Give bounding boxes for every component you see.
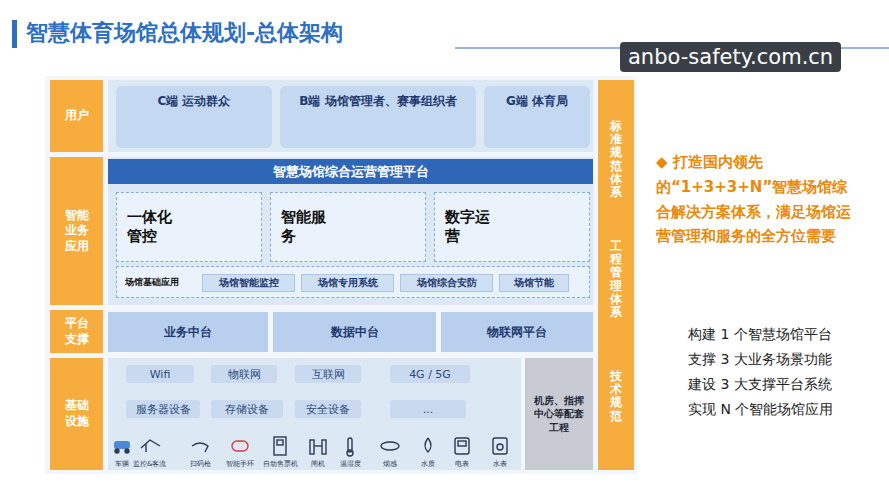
node-text: Wifi bbox=[150, 368, 171, 381]
page-title: 智慧体育场馆总体规划-总体架构 bbox=[26, 18, 343, 48]
node-text: 一体化管控 bbox=[127, 208, 172, 247]
node-text: 用户 bbox=[65, 108, 89, 124]
node-box: 4G / 5G bbox=[390, 365, 470, 383]
device-caption: 温湿度 bbox=[340, 459, 361, 469]
node-text: G端 体育局 bbox=[506, 93, 568, 110]
node-text: 互联网 bbox=[312, 367, 345, 382]
device-caption: 闸机 bbox=[311, 459, 325, 469]
business-panel bbox=[108, 157, 593, 305]
node-text: ... bbox=[423, 403, 434, 416]
node-box: 平台支撑 bbox=[50, 310, 103, 353]
device-caption: 自动售票机 bbox=[263, 459, 298, 469]
node-box: 安全设备 bbox=[295, 400, 361, 418]
node-text: 服务器设备 bbox=[136, 402, 191, 417]
node-box: 智能服务 bbox=[270, 192, 426, 262]
node-text: 数字运营 bbox=[445, 208, 490, 247]
node-box: 机房、指挥中心等配套工程 bbox=[525, 358, 593, 470]
device-caption: 水表 bbox=[493, 459, 507, 469]
list-item: 实现 N 个智能场馆应用 bbox=[688, 401, 833, 419]
node-text: 基础设施 bbox=[65, 398, 89, 429]
node-box: 物联网 bbox=[211, 365, 277, 383]
node-text: 智能业务应用 bbox=[65, 208, 89, 255]
list-item: 建设 3 大支撑平台系统 bbox=[688, 376, 832, 394]
node-text: 场馆智能监控 bbox=[219, 276, 279, 290]
node-box: 场馆基础应用 场馆智能监控 场馆专用系统 场馆综合安防 场馆节能 bbox=[116, 266, 590, 298]
node-box: 场馆智能监控 bbox=[202, 274, 295, 292]
device-caption: 智能手环 bbox=[226, 459, 254, 469]
node-text: 场馆基础应用 bbox=[125, 276, 179, 289]
node-box: 一体化管控 bbox=[116, 192, 262, 262]
node-text: C端 运动群众 bbox=[158, 93, 231, 110]
node-text: 工程管理体系 bbox=[610, 240, 622, 319]
node-box: 物联网平台 bbox=[441, 312, 593, 352]
infra-panel bbox=[108, 358, 521, 470]
node-box: 场馆综合安防 bbox=[400, 274, 493, 292]
node-box: 服务器设备 bbox=[126, 400, 200, 418]
node-box: B端 场馆管理者、赛事组织者 bbox=[280, 86, 476, 148]
node-text: 数据中台 bbox=[331, 324, 379, 341]
node-text: 场馆专用系统 bbox=[318, 276, 378, 290]
device-caption: 车辆 bbox=[115, 459, 129, 469]
node-box: 基础设施 bbox=[50, 358, 103, 470]
device-caption: 烟感 bbox=[383, 459, 397, 469]
list-item: 构建 1 个智慧场馆平台 bbox=[688, 326, 832, 344]
device-caption: 监控&客流 bbox=[133, 459, 166, 469]
node-box: 互联网 bbox=[295, 365, 361, 383]
node-text: 技术规范 bbox=[610, 370, 622, 423]
node-text: 存储设备 bbox=[225, 402, 269, 417]
list-item: 支撑 3 大业务场景功能 bbox=[688, 351, 832, 369]
node-text: 场馆节能 bbox=[514, 276, 554, 290]
node-text: 物联网 bbox=[228, 367, 261, 382]
node-text: 物联网平台 bbox=[487, 324, 547, 341]
node-text: B端 场馆管理者、赛事组织者 bbox=[299, 93, 456, 110]
node-text: 安全设备 bbox=[306, 402, 350, 417]
node-text: 平台支撑 bbox=[65, 316, 89, 347]
node-box: 存储设备 bbox=[211, 400, 283, 418]
device-icons bbox=[114, 437, 507, 456]
device-caption: 扫码枪 bbox=[190, 459, 211, 469]
node-text: 标准规范体系 bbox=[610, 120, 622, 199]
node-text: 业务中台 bbox=[164, 324, 212, 341]
node-text: 智能服务 bbox=[281, 208, 326, 247]
node-box: 数据中台 bbox=[273, 312, 436, 352]
node-box: 智能业务应用 bbox=[50, 157, 103, 305]
watermark: anbo-safety.com.cn bbox=[620, 42, 841, 72]
title-bar bbox=[12, 20, 17, 48]
node-box: Wifi bbox=[126, 365, 194, 383]
node-text: 智慧场馆综合运营管理平台 bbox=[273, 163, 429, 181]
node-text: 4G / 5G bbox=[409, 368, 451, 381]
node-text: 机房、指挥中心等配套工程 bbox=[534, 394, 584, 435]
frame bbox=[45, 76, 637, 474]
node-box: 场馆节能 bbox=[499, 274, 569, 292]
node-text: 场馆综合安防 bbox=[417, 276, 477, 290]
node-box: C端 运动群众 bbox=[116, 86, 272, 148]
node-box: 用户 bbox=[50, 80, 103, 152]
user-panel bbox=[108, 80, 593, 152]
node-box: 数字运营 bbox=[434, 192, 590, 262]
device-caption: 水质 bbox=[421, 459, 435, 469]
node-box: 标准规范体系工程管理体系技术规范 bbox=[598, 80, 634, 470]
node-box: 场馆专用系统 bbox=[301, 274, 394, 292]
node-box: 业务中台 bbox=[108, 312, 268, 352]
headline-note: ◆ 打造国内领先的“1+3+3+N”智慧场馆综合解决方案体系，满足场馆运营管理和… bbox=[656, 150, 856, 249]
node-box: G端 体育局 bbox=[484, 86, 590, 148]
node-box: 智慧场馆综合运营管理平台 bbox=[108, 159, 593, 184]
node-box: ... bbox=[390, 400, 466, 418]
device-caption: 电表 bbox=[455, 459, 469, 469]
